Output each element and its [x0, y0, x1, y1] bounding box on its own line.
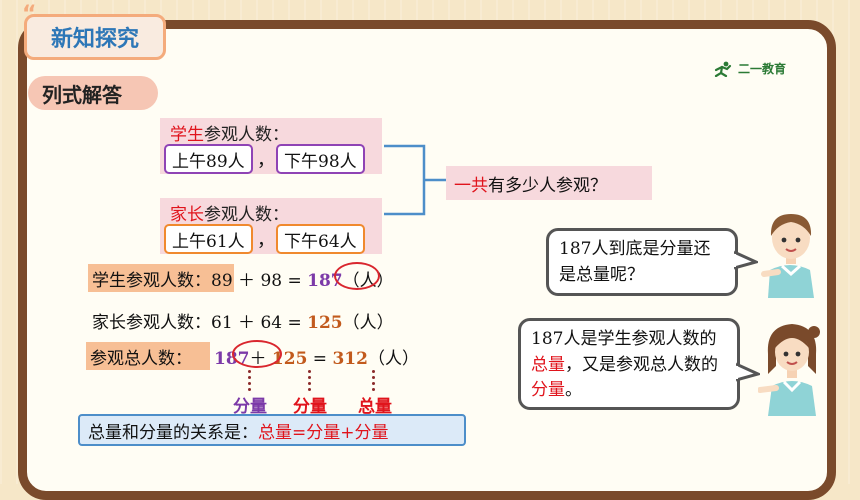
students-suffix: 参观人数： [204, 125, 289, 145]
parents-suffix: 参观人数： [204, 205, 289, 225]
relation-prefix: 总量和分量的关系是： [88, 422, 258, 443]
students-morning-chip: 上午89人 [164, 144, 253, 174]
girl-text-end: 。 [565, 380, 582, 400]
relation-box: 总量和分量的关系是：总量=分量+分量 [78, 414, 466, 446]
dots-third [372, 370, 376, 394]
parents-afternoon-chip: 下午64人 [276, 224, 365, 254]
eq1-result: 187 [307, 271, 343, 291]
equation-parents: 家长参观人数：61 ＋ 64 = 125（人） [92, 308, 394, 333]
parents-morning-chip: 上午61人 [164, 224, 253, 254]
eq3-first-addend-circle [232, 340, 282, 368]
brand-logo: 二一教育 [712, 60, 786, 77]
students-prefix: 学生 [170, 125, 204, 145]
eq2-unit: （人） [342, 313, 394, 333]
section-label: 列式解答 [28, 76, 158, 110]
students-afternoon-chip: 下午98人 [276, 144, 365, 174]
girl-bubble-tail [736, 362, 760, 382]
boy-illustration [761, 214, 814, 298]
question-box: 一共有多少人参观？ [446, 166, 652, 200]
students-group-title: 学生参观人数： [170, 120, 289, 145]
boy-bubble-tail [734, 250, 758, 270]
question-suffix: 有多少人参观？ [488, 175, 607, 196]
parents-comma: ， [257, 230, 275, 251]
runner-icon [714, 61, 732, 77]
eq1-label-highlight [88, 264, 234, 292]
eq2-result: 125 [307, 313, 343, 333]
eq3-label: 参观总人数 [90, 349, 175, 369]
girl-text-1: 187人是学生参观人数的 [531, 329, 717, 349]
eq2-expr: 61 ＋ 64 = [211, 313, 308, 333]
dots-second [308, 370, 312, 394]
parents-prefix: 家长 [170, 205, 204, 225]
girl-part-word: 分量 [531, 380, 565, 400]
eq1-expr: 89 ＋ 98 = [211, 271, 308, 291]
girl-text-2: ，又是参观总人数的 [565, 354, 718, 375]
parents-group-title: 家长参观人数： [170, 200, 289, 225]
girl-total-word: 总量 [531, 354, 565, 375]
eq1-colon: ： [194, 271, 211, 291]
eq3-label-highlight [86, 342, 210, 370]
eq3-unit: （人） [367, 349, 419, 369]
term-label-first: 分量 [233, 397, 267, 417]
eq3-colon: ： [175, 349, 192, 369]
eq3-eq: = [307, 349, 333, 369]
bracket-connector [384, 144, 446, 216]
eq1-label: 学生参观人数 [92, 271, 194, 291]
eq1-result-circle [334, 262, 380, 290]
boy-speech-bubble: 187人到底是分量还是总量呢？ [546, 228, 738, 296]
question-prefix: 一共 [454, 175, 488, 196]
eq2-colon: ： [194, 313, 211, 333]
term-label-second: 分量 [293, 397, 327, 417]
term-label-third: 总量 [358, 397, 392, 417]
eq3-result: 312 [332, 349, 368, 369]
girl-speech-bubble: 187人是学生参观人数的总量，又是参观总人数的分量。 [518, 318, 740, 410]
eq2-label: 家长参观人数 [92, 313, 194, 333]
relation-formula: 总量=分量+分量 [258, 422, 389, 443]
logo-text: 二一教育 [738, 62, 787, 76]
girl-illustration [758, 324, 820, 416]
dots-first [248, 370, 252, 394]
students-comma: ， [257, 150, 275, 171]
page-title: 新知探究 [24, 14, 166, 60]
